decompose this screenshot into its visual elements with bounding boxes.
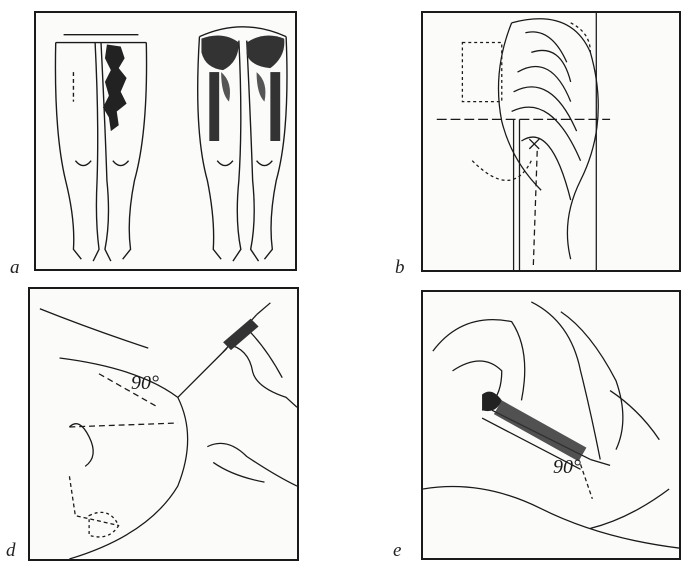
panel-label-e: e — [393, 540, 401, 562]
panel-label-b: b — [395, 257, 405, 279]
gluteal-region-illustration — [423, 13, 679, 270]
figure-panel-d — [28, 287, 299, 561]
figure-panel-a — [34, 11, 297, 271]
buttock-injection-illustration — [30, 289, 297, 559]
figure-panel-e — [421, 290, 681, 560]
legs-posterior-illustration — [36, 13, 295, 269]
angle-label-e: 90° — [553, 456, 581, 479]
syringe-technique-illustration — [423, 292, 679, 558]
angle-label-d: 90° — [131, 372, 159, 395]
panel-label-a: a — [10, 257, 20, 279]
panel-label-d: d — [6, 540, 16, 562]
figure-panel-b — [421, 11, 681, 272]
